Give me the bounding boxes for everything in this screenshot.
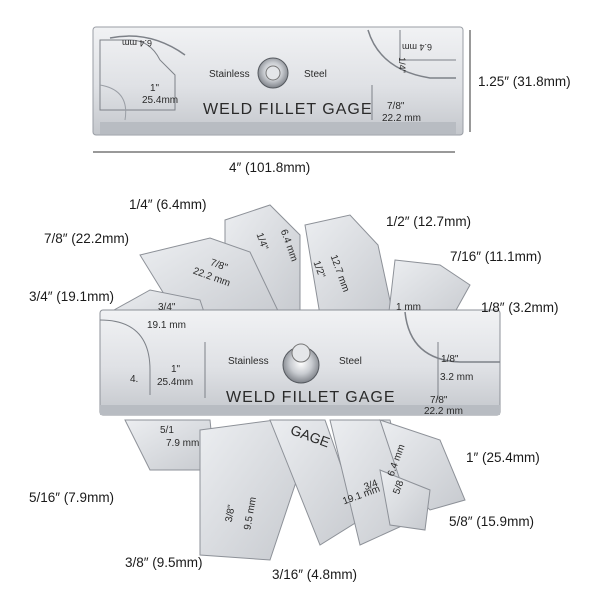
fan-main-left-in: 1" <box>171 364 181 375</box>
blade-fan <box>99 204 501 561</box>
fan-main-bottom-mm: 22.2 mm <box>424 406 463 417</box>
top-left-size-mm: 25.4mm <box>142 95 179 106</box>
blade-5-16-in: 5/1 <box>160 425 174 436</box>
blade-three-eighths <box>199 419 301 561</box>
top-material-right: Steel <box>304 69 327 80</box>
top-right-size-in: 7/8" <box>387 101 405 112</box>
fan-main-left-partial: 4. <box>130 374 139 385</box>
fan-main-bottom-in: 7/8" <box>430 395 448 406</box>
callout-1: 1″ (25.4mm) <box>466 450 540 465</box>
fan-main-left-mm: 25.4mm <box>157 377 194 388</box>
fan-main-right-in: 1/8" <box>441 354 459 365</box>
blade-one-inch <box>379 419 466 511</box>
callout-7-8: 7/8″ (22.2mm) <box>44 231 130 246</box>
fan-gage-title: WELD FILLET GAGE <box>226 389 396 406</box>
blade-five-eighths <box>379 469 431 531</box>
callout-5-16: 5/16″ (7.9mm) <box>29 490 115 505</box>
top-left-size-in: 1" <box>150 83 160 94</box>
top-gage-title: WELD FILLET GAGE <box>203 101 373 118</box>
top-left-mark: 6.4 mm <box>122 38 153 48</box>
blade-three-sixteenths <box>269 419 361 546</box>
top-right-size-mm: 22.2 mm <box>382 113 421 124</box>
blade-7-16-mm: 1 mm <box>396 302 421 313</box>
top-right-quarter: 1/4" <box>396 57 407 73</box>
callout-7-16: 7/16″ (11.1mm) <box>450 249 542 264</box>
height-dimension: 1.25″ (31.8mm) <box>478 74 571 89</box>
callout-3-16: 3/16″ (4.8mm) <box>272 567 358 582</box>
fan-main-right-mm: 3.2 mm <box>440 372 474 383</box>
blade-3-4-in: 3/4" <box>158 302 176 313</box>
dimension-lines <box>93 30 471 153</box>
width-dimension: 4″ (101.8mm) <box>229 160 311 175</box>
fan-material-right: Steel <box>339 356 362 367</box>
top-material-left: Stainless <box>209 69 250 80</box>
top-right-mark: 6.4 mm <box>402 42 433 52</box>
blade-5-16-mm: 7.9 mm <box>166 438 200 449</box>
callout-1-4: 1/4″ (6.4mm) <box>129 197 207 212</box>
callout-3-8: 3/8″ (9.5mm) <box>125 555 203 570</box>
blade-3-4-mm: 19.1 mm <box>147 320 186 331</box>
callout-5-8: 5/8″ (15.9mm) <box>449 514 535 529</box>
callout-1-2: 1/2″ (12.7mm) <box>386 214 472 229</box>
blade-half-inch <box>304 214 393 316</box>
callout-3-4: 3/4″ (19.1mm) <box>29 289 115 304</box>
callout-1-8: 1/8″ (3.2mm) <box>481 300 559 315</box>
top-gage <box>92 26 464 136</box>
fan-material-left: Stainless <box>228 356 269 367</box>
